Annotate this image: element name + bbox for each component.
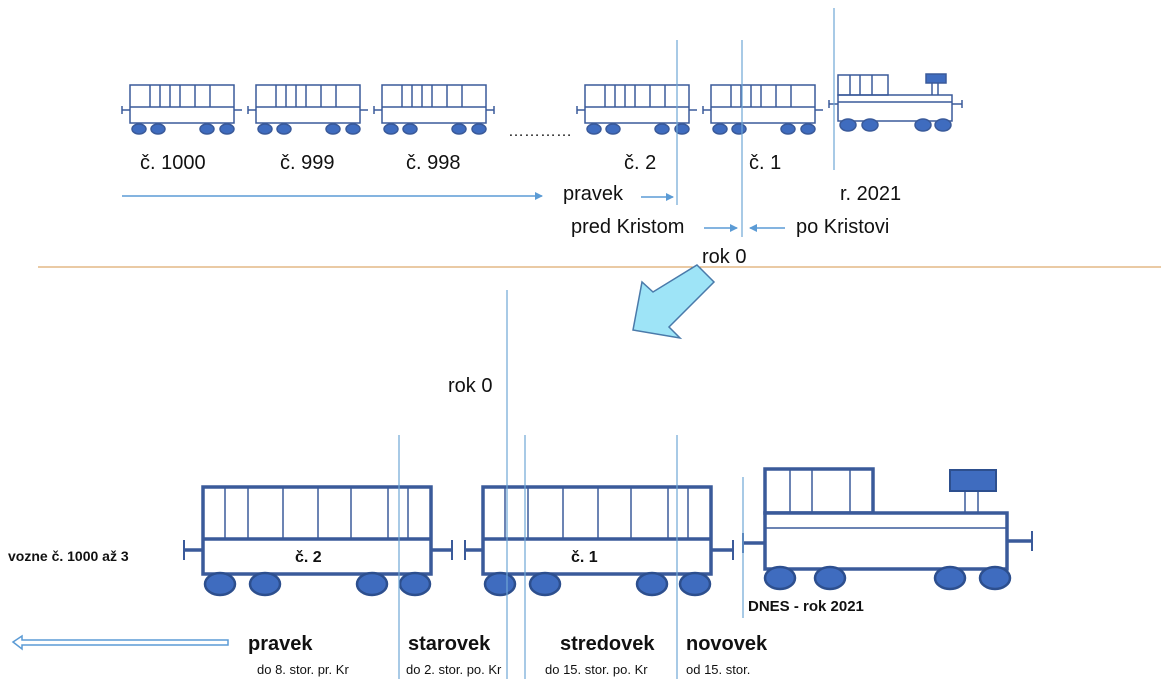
era-pravek-name: pravek xyxy=(248,633,313,655)
zoom-down-arrow-icon xyxy=(632,264,716,340)
car-label-1: č. 1 xyxy=(749,152,781,174)
era-pravek-range: do 8. stor. pr. Kr xyxy=(257,662,349,677)
rok0-top-label: rok 0 xyxy=(702,246,746,268)
other-cars-label: vozne č. 1000 až 3 xyxy=(8,548,129,564)
past-direction-arrow-icon xyxy=(11,634,229,651)
po-kristovi-label: po Kristovi xyxy=(796,216,889,238)
pred-kristom-label: pred Kristom xyxy=(571,216,684,238)
big-wagon-1 xyxy=(464,485,733,576)
big-locomotive xyxy=(742,467,1033,571)
big-wagon-2 xyxy=(183,485,452,576)
top-train: ………… xyxy=(121,73,963,140)
big-car-1-label: č. 1 xyxy=(571,549,598,566)
era-starovek-range: do 2. stor. po. Kr xyxy=(406,662,502,677)
locomotive-top xyxy=(828,73,963,132)
era-stredovek-range: do 15. stor. po. Kr xyxy=(545,662,648,677)
wagon-1000 xyxy=(121,84,242,135)
ellipsis-text: ………… xyxy=(508,123,572,140)
dnes-label: DNES - rok 2021 xyxy=(748,598,864,615)
car-label-2: č. 2 xyxy=(624,152,656,174)
big-locomotive-wheels xyxy=(763,565,1012,591)
era-novovek-name: novovek xyxy=(686,633,768,655)
era-starovek-name: starovek xyxy=(408,633,491,655)
car-label-998: č. 998 xyxy=(406,152,460,174)
wagon-1 xyxy=(702,84,823,135)
car-label-1000: č. 1000 xyxy=(140,152,206,174)
wagon-999 xyxy=(247,84,368,135)
era-stredovek-name: stredovek xyxy=(560,633,655,655)
car-label-999: č. 999 xyxy=(280,152,334,174)
big-car-2-label: č. 2 xyxy=(295,549,322,566)
era-novovek-range: od 15. stor. xyxy=(686,662,750,677)
rok0-bottom-label: rok 0 xyxy=(448,375,492,397)
year-2021-label: r. 2021 xyxy=(840,183,901,205)
pravek-label: pravek xyxy=(563,183,624,205)
big-wagon-2-wheels xyxy=(203,571,432,597)
big-wagon-1-wheels xyxy=(483,571,712,597)
locomotive-cab-block xyxy=(949,469,997,492)
wagon-2 xyxy=(576,84,697,135)
wagon-998 xyxy=(373,84,495,135)
